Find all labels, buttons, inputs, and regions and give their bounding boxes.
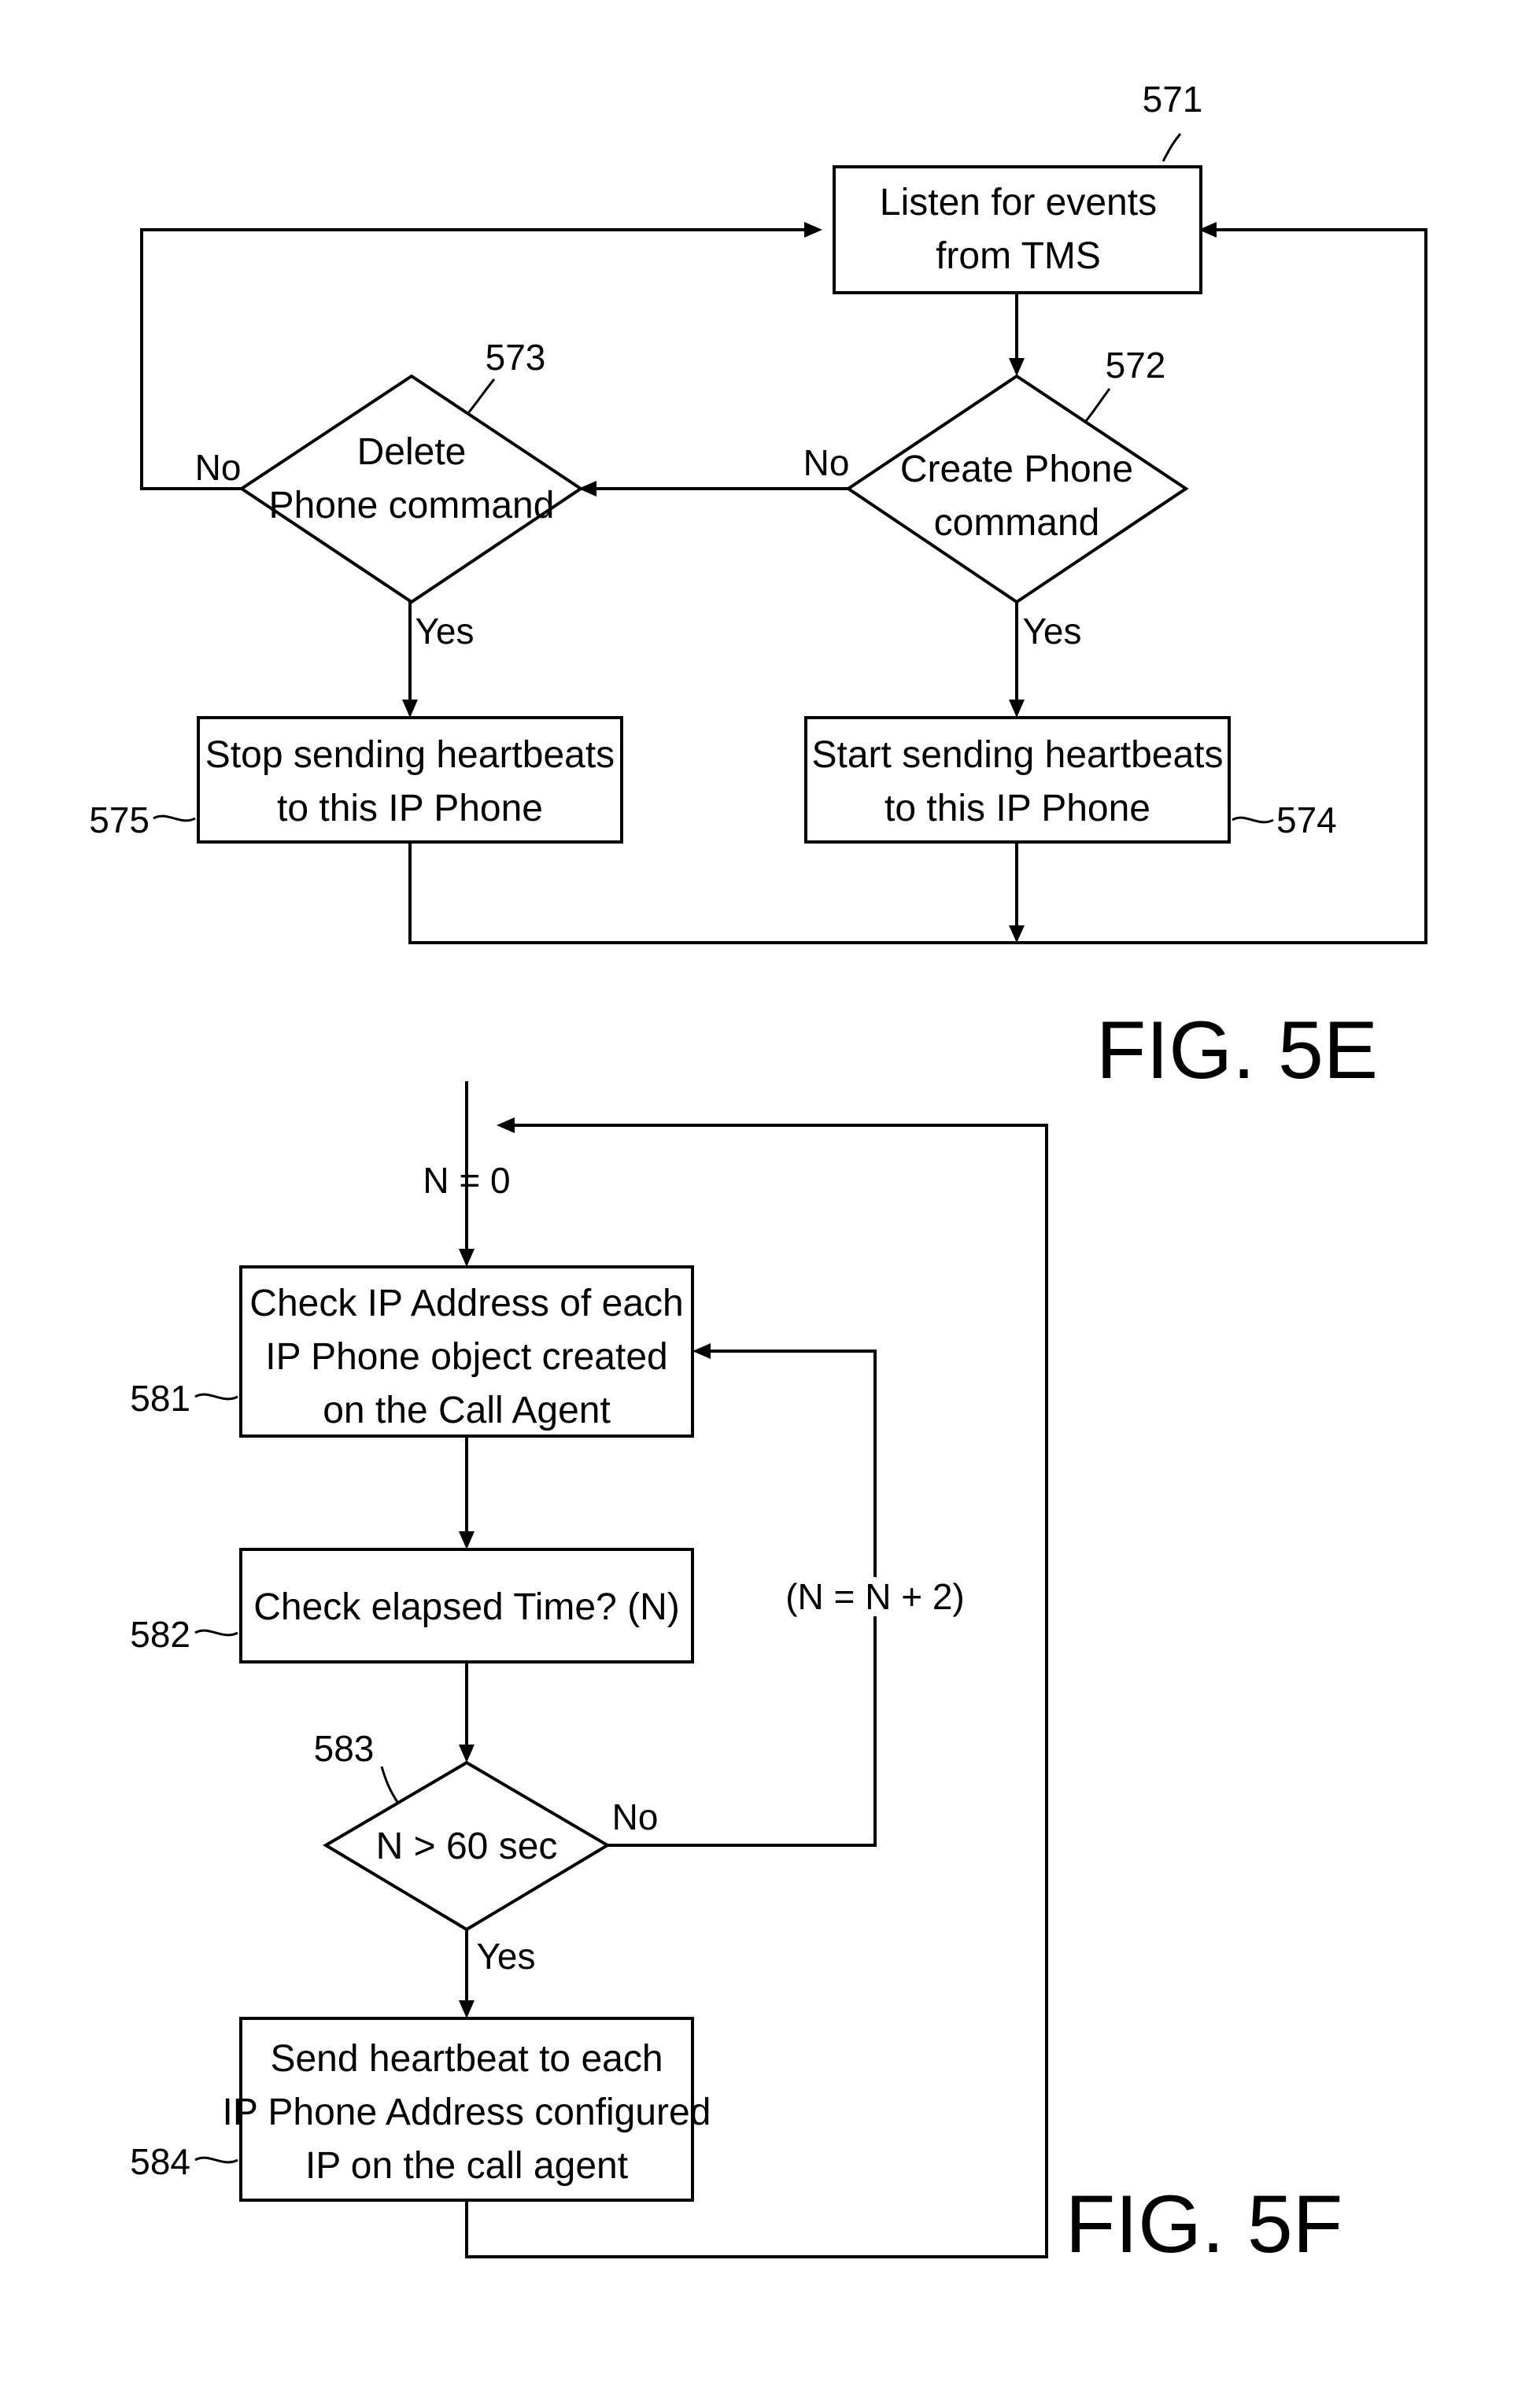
node-581-leader	[195, 1394, 238, 1399]
node-581-check-ip-address: Check IP Address of each IP Phone object…	[130, 1267, 692, 1436]
node-572-label-line-2: command	[934, 502, 1100, 544]
node-575-ref: 575	[89, 799, 150, 840]
figure-5f: N = 0 (N = N + 2) Check IP Address of ea…	[130, 1081, 1342, 2270]
node-581-label-line-2: IP Phone object created	[265, 1336, 667, 1378]
node-584-label-line-3: IP on the call agent	[305, 2145, 628, 2187]
node-584-send-heartbeat: Send heartbeat to each IP Phone Address …	[130, 2018, 711, 2200]
node-581-ref: 581	[130, 1378, 190, 1419]
arrowhead-574-to-merge	[1009, 925, 1025, 943]
edge-583-yes-label: Yes	[476, 1936, 535, 1977]
arrowhead-582-to-583	[459, 1745, 475, 1763]
arrowhead-583-to-584	[459, 2000, 475, 2018]
node-571-label-line-2: from TMS	[936, 235, 1101, 277]
arrowhead-572-to-574	[1009, 700, 1025, 718]
node-574-label-line-1: Start sending heartbeats	[811, 734, 1223, 776]
edge-573-yes-label: Yes	[415, 611, 474, 652]
node-575-stop-sending-heartbeats: Stop sending heartbeats to this IP Phone…	[89, 718, 622, 842]
edge-573-no-label: No	[195, 447, 242, 488]
arrowhead-573-to-571	[804, 222, 822, 238]
node-581-label-line-1: Check IP Address of each	[249, 1283, 683, 1324]
node-584-leader	[195, 2158, 238, 2162]
node-573-label-line-2: Phone command	[269, 485, 555, 526]
node-575-label-line-1: Stop sending heartbeats	[205, 734, 615, 776]
arrowhead-return-to-top	[497, 1117, 515, 1133]
node-571-leader	[1163, 134, 1180, 161]
arrowhead-entry-to-581	[459, 1249, 475, 1267]
arrowhead-571-to-572	[1009, 358, 1025, 376]
node-583-n-greater-than-60: N > 60 sec 583 No Yes	[314, 1728, 659, 1977]
node-573-delete-phone-command: Delete Phone command 573 No Yes	[195, 337, 581, 652]
figure-5e: Listen for events from TMS 571 Create Ph…	[89, 79, 1426, 1096]
node-572-ref: 572	[1106, 345, 1166, 386]
init-counter-label: N = 0	[423, 1160, 510, 1201]
node-582-label-line-1: Check elapsed Time? (N)	[253, 1586, 680, 1628]
node-582-leader	[195, 1630, 238, 1635]
figure-5e-caption: FIG. 5E	[1096, 1005, 1378, 1096]
node-573-leader	[468, 379, 494, 413]
edge-572-no-label: No	[803, 442, 850, 483]
edge-572-yes-label: Yes	[1022, 611, 1081, 652]
loop-increment-label: (N = N + 2)	[785, 1576, 965, 1617]
node-582-check-elapsed-time: Check elapsed Time? (N) 582	[130, 1549, 692, 1662]
node-582-ref: 582	[130, 1614, 190, 1655]
arrowhead-581-to-582	[459, 1531, 475, 1549]
node-584-label-line-2: IP Phone Address configured	[223, 2092, 711, 2133]
node-573-label-line-1: Delete	[357, 431, 467, 473]
node-583-ref: 583	[314, 1728, 375, 1769]
arrowhead-loop-to-581	[692, 1343, 711, 1359]
node-571-label-line-1: Listen for events	[880, 182, 1157, 223]
node-575-leader	[153, 816, 195, 821]
node-581-label-line-3: on the Call Agent	[323, 1390, 611, 1431]
node-574-leader	[1232, 818, 1273, 822]
node-575-label-line-2: to this IP Phone	[277, 788, 543, 829]
node-574-label-line-2: to this IP Phone	[884, 788, 1150, 829]
node-573-ref: 573	[486, 337, 546, 378]
node-584-label-line-1: Send heartbeat to each	[270, 2038, 663, 2080]
node-574-start-sending-heartbeats: Start sending heartbeats to this IP Phon…	[806, 718, 1337, 842]
node-583-leader	[382, 1767, 397, 1802]
node-574-ref: 574	[1276, 799, 1337, 840]
node-571-listen-for-events: Listen for events from TMS 571	[834, 79, 1202, 293]
node-583-label-line-1: N > 60 sec	[376, 1826, 558, 1867]
node-572-create-phone-command: Create Phone command 572 No Yes	[803, 345, 1186, 652]
edge-583-no-label: No	[612, 1796, 659, 1837]
arrowhead-573-to-575	[402, 700, 418, 718]
node-572-label-line-1: Create Phone	[900, 449, 1133, 490]
node-572-leader	[1086, 389, 1110, 421]
figure-5f-caption: FIG. 5F	[1065, 2179, 1342, 2270]
node-584-ref: 584	[130, 2141, 190, 2182]
node-571-ref: 571	[1143, 79, 1203, 120]
